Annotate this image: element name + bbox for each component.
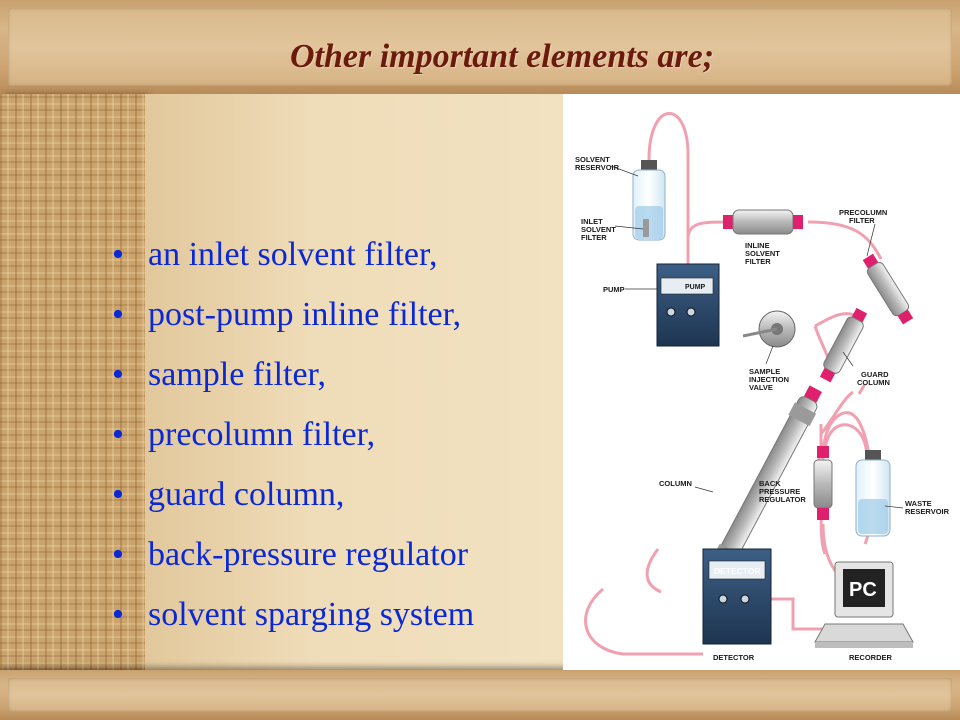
bullet-item: • sample filter,	[112, 353, 474, 413]
bullet-item: • an inlet solvent filter,	[112, 233, 474, 293]
bullet-dot: •	[112, 356, 124, 393]
pump	[656, 263, 720, 347]
content-background	[145, 94, 565, 670]
bullet-item: • solvent sparging system	[112, 593, 474, 653]
plaid-strip	[0, 94, 145, 670]
top-bar	[0, 0, 960, 94]
bullet-dot: •	[112, 416, 124, 453]
bullet-text: precolumn filter,	[148, 416, 376, 453]
guard-column	[819, 307, 868, 383]
label-column: COLUMN	[659, 479, 692, 488]
bullet-item: • back-pressure regulator	[112, 533, 474, 593]
bullet-text: sample filter,	[148, 356, 327, 393]
bullet-dot: •	[112, 236, 124, 273]
bullet-dot: •	[112, 596, 124, 633]
precolumn-filter	[862, 253, 914, 325]
label-detector: DETECTOR	[713, 653, 755, 662]
bullet-item: • precolumn filter,	[112, 413, 474, 473]
bullet-item: • post-pump inline filter,	[112, 293, 474, 353]
bullet-dot: •	[112, 536, 124, 573]
bullet-list: • an inlet solvent filter, • post-pump inl…	[112, 233, 474, 653]
label-pump-face: PUMP	[685, 284, 706, 291]
pc-recorder	[814, 561, 914, 648]
bullet-text: back-pressure regulator	[148, 536, 469, 573]
solvent-reservoir	[632, 160, 666, 241]
bullet-text: post-pump inline filter,	[148, 296, 462, 333]
bullet-text: solvent sparging system	[148, 596, 475, 633]
label-recorder: RECORDER	[849, 653, 893, 662]
slide-title: Other important elements are;	[290, 38, 715, 75]
bullet-item: • guard column,	[112, 473, 474, 533]
label-pump: PUMP	[603, 285, 625, 294]
bullet-dot: •	[112, 296, 124, 333]
bullet-dot: •	[112, 476, 124, 513]
bottom-bar	[0, 670, 960, 720]
inline-solvent-filter	[723, 209, 803, 235]
bullet-text: an inlet solvent filter,	[148, 236, 438, 273]
bullet-text: guard column,	[148, 476, 345, 513]
label-pc: PC	[849, 579, 877, 601]
sample-injection-valve	[742, 310, 796, 348]
detector	[702, 548, 772, 645]
back-pressure-regulator	[813, 446, 833, 520]
label-detector-face: DETECTOR	[714, 566, 761, 576]
waste-reservoir	[855, 450, 891, 537]
